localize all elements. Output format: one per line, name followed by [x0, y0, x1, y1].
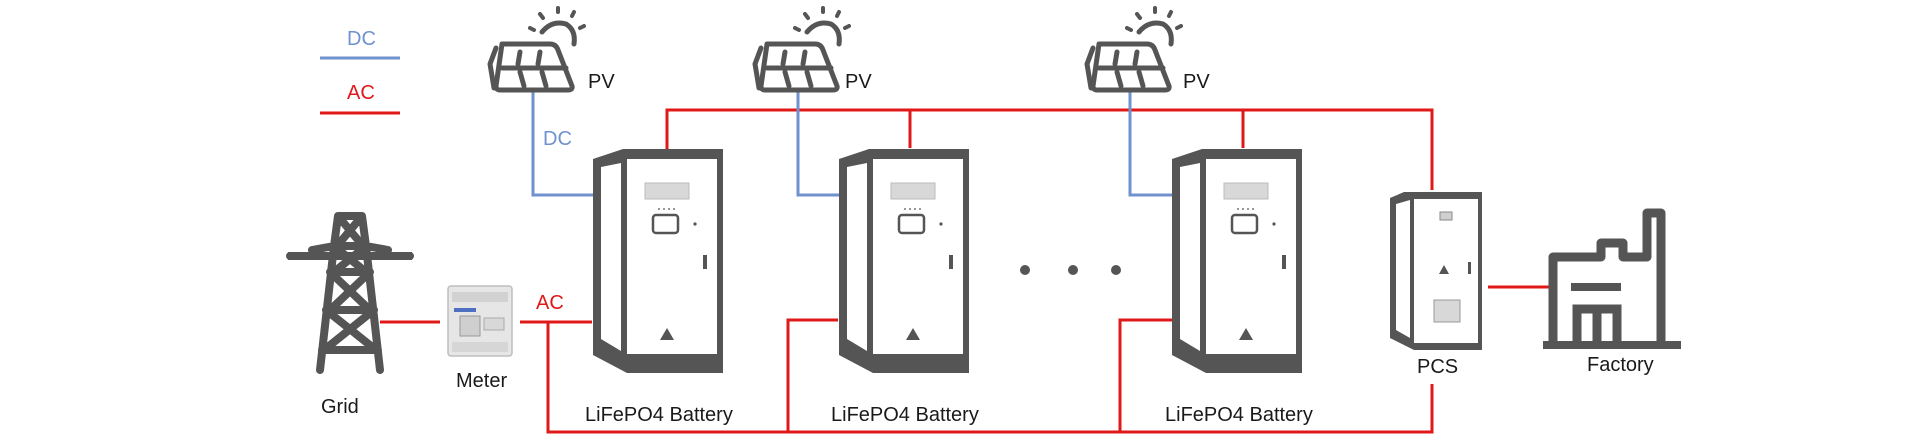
solar-panel-icon: [752, 6, 851, 93]
pv-label-2: PV: [845, 71, 872, 93]
ac-drop-battery-3-bottom: [1118, 318, 1172, 432]
pv-label-3: PV: [1183, 71, 1210, 93]
ellipsis-dot: [1020, 265, 1030, 275]
factory-icon: [1543, 208, 1681, 349]
transmission-tower-icon: [286, 212, 414, 374]
pv-dc-wire-label: DC: [543, 128, 572, 150]
meter-icon: [447, 285, 513, 357]
solar-panel-icon: [1084, 6, 1183, 93]
meter-label: Meter: [456, 370, 508, 392]
meter-ac-wire-label: AC: [536, 292, 564, 314]
ac-top-bus: [665, 108, 1434, 190]
ac-bottom-bus: [546, 322, 1434, 434]
ellipsis-dot: [1111, 265, 1121, 275]
factory-label: Factory: [1587, 354, 1654, 376]
dc-pv-2: [796, 92, 842, 197]
legend-dc-label: DC: [347, 28, 376, 50]
dc-pv-1: [531, 92, 596, 197]
legend-ac-label: AC: [347, 82, 375, 104]
battery-cabinet-icon: [1172, 149, 1302, 373]
pcs-label: PCS: [1417, 356, 1459, 378]
battery-label-3: LiFePO4 Battery: [1165, 404, 1313, 426]
grid-label: Grid: [321, 396, 359, 418]
dc-pv-3: [1128, 92, 1174, 197]
battery-label-1: LiFePO4 Battery: [585, 404, 733, 426]
battery-cabinet-icon: [839, 149, 969, 373]
solar-panel-icon: [487, 6, 586, 93]
ac-drop-battery-2-bottom: [786, 318, 838, 432]
pcs-cabinet-icon: [1390, 192, 1482, 350]
pv-label-1: PV: [588, 71, 615, 93]
battery-cabinet-icon: [593, 149, 723, 373]
battery-label-2: LiFePO4 Battery: [831, 404, 979, 426]
ellipsis-dot: [1068, 265, 1078, 275]
